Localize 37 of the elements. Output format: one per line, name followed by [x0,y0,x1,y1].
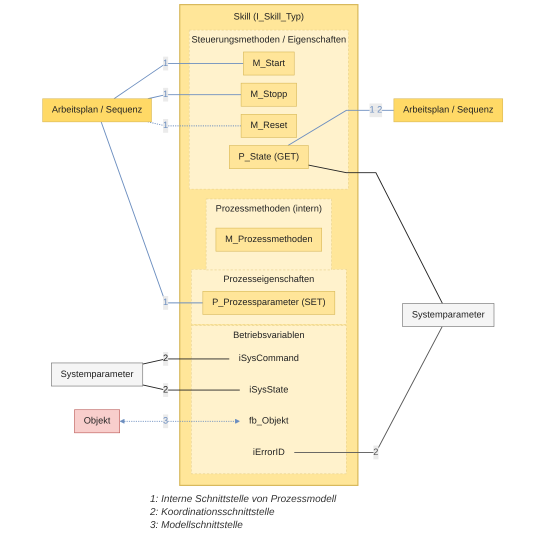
connector [114,63,244,100]
node-box: M_Stopp [241,82,298,107]
edge-label: 1 [163,58,169,68]
node-box: P_State (GET) [229,145,309,169]
footnote: 1: Interne Schnittstelle von Prozessmodell [150,494,338,505]
node-text: iSysCommand [239,354,300,364]
node-box: Arbeitsplan / Sequenz [42,98,152,122]
connector [101,121,204,304]
edge-label: 2 [374,447,379,458]
edge-label: 1 [163,90,169,100]
edge-label: 3 [163,416,169,426]
connector [142,358,230,365]
edge-label: 1 2 [370,105,383,115]
edge-label: 2 [163,354,169,364]
node-box: P_Prozessparameter (SET) [202,291,336,315]
node-box: Systemparameter [51,362,144,386]
edge-label: 1 [163,120,169,131]
edge-label: 2 [163,384,169,395]
arrow [120,418,240,424]
node-box: Objekt [74,409,120,434]
node-box: M_Start [243,52,295,76]
node-box: Arbeitsplan / Sequenz [394,98,504,122]
connector [148,94,242,100]
connector [308,164,444,304]
node-box: Systemparameter [402,303,495,327]
connector [142,384,241,391]
edge-label: 1 [163,298,169,308]
node-text: iSysState [250,384,289,395]
footnote: 3: Modellschnittstelle [150,520,244,531]
connector [294,326,443,453]
connector [148,121,242,126]
node-box: M_Prozessmethoden [216,228,322,252]
node-box: M_Reset [241,114,298,138]
node-text: iErrorID [253,447,286,458]
connector [288,110,395,146]
node-text: fb_Objekt [249,416,289,426]
footnote: 2: Koordinationsschnittstelle [150,507,276,518]
